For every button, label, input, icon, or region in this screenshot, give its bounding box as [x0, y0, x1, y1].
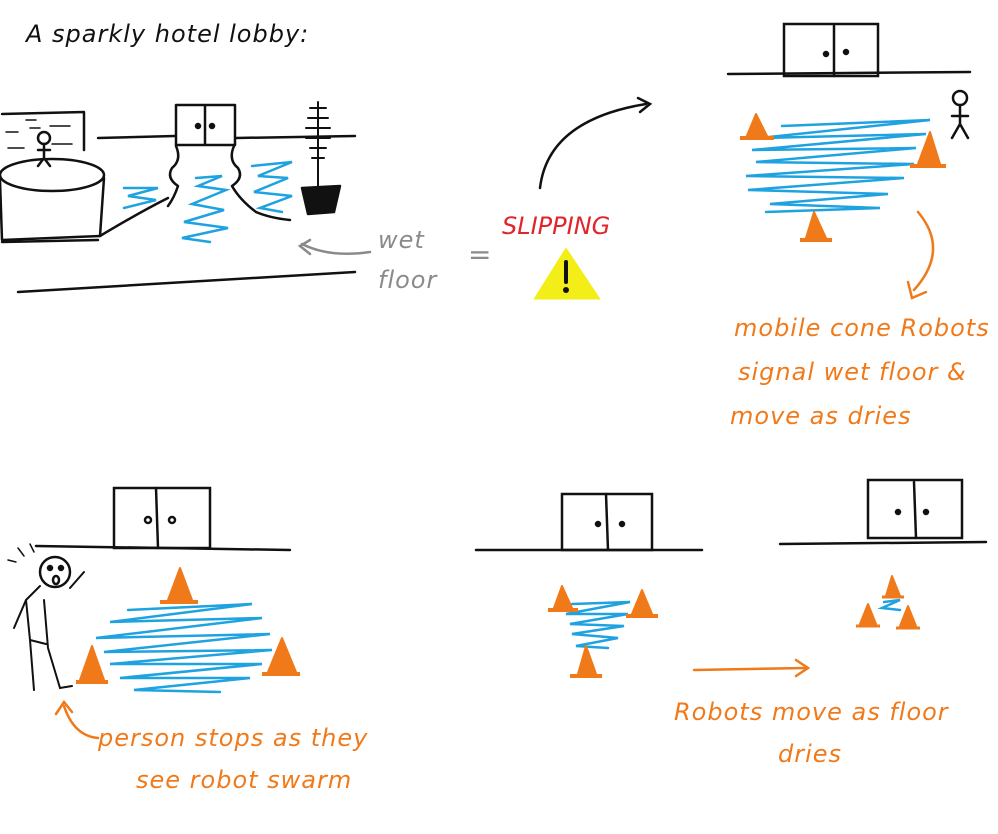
lobby-scene: [0, 101, 357, 294]
cone-robot-icon: [917, 131, 941, 165]
move-note-line2: dries: [778, 740, 843, 768]
wet-floor-arrow: [297, 238, 372, 256]
person-note-arrow: [54, 699, 100, 740]
panel-2-water: [745, 118, 931, 214]
cone-robot-icon: [167, 567, 193, 601]
panel-4-water: [565, 600, 631, 650]
panel-floor-drying: [474, 492, 704, 552]
person-icon: [38, 555, 72, 589]
move-arrow: [692, 658, 811, 678]
robots-note-line3: move as dries: [730, 402, 912, 430]
panel-floor-dry: [778, 478, 988, 546]
cone-robot-icon: [79, 645, 105, 681]
wet-floor-label-line1: wet: [378, 226, 425, 254]
person-note-line1: person stops as they: [98, 724, 369, 752]
panel-5-cones: [856, 575, 920, 630]
panel-3-cones: [76, 567, 300, 684]
person-icon: [951, 89, 969, 107]
lobby-water: [122, 160, 293, 244]
slipping-label: SLIPPING: [502, 212, 611, 240]
cone-robot-icon: [899, 605, 917, 627]
cone-robot-icon: [577, 645, 597, 675]
panel-cones-deployed: [726, 22, 972, 140]
panel-5-water: [877, 598, 902, 612]
panel-4-cones: [548, 585, 658, 678]
panel-2-cones: [740, 113, 946, 242]
elevator-icon: [782, 22, 880, 78]
panel-3-water: [95, 602, 273, 694]
robots-note-line1: mobile cone Robots: [734, 314, 990, 342]
equals-sign: =: [468, 238, 493, 271]
cone-robot-icon: [267, 637, 297, 673]
scene-title: A sparkly hotel lobby:: [26, 20, 310, 48]
transition-arrow: [538, 96, 653, 190]
panel-person-stops: [7, 486, 292, 691]
cone-robot-icon: [553, 585, 573, 609]
wet-floor-label-line2: floor: [378, 266, 438, 294]
warning-sign-icon: [533, 247, 601, 300]
cone-robot-icon: [631, 589, 653, 615]
cone-robot-icon: [805, 211, 827, 239]
plant-icon: [305, 101, 331, 189]
cone-robot-icon: [859, 603, 877, 625]
move-note-line1: Robots move as floor: [674, 698, 949, 726]
robots-note-arrow: [906, 210, 935, 300]
robots-note-line2: signal wet floor &: [738, 358, 967, 386]
elevator-icon: [112, 486, 212, 550]
cone-robot-icon: [745, 113, 769, 139]
person-note-line2: see robot swarm: [136, 766, 353, 794]
cone-robot-icon: [885, 575, 901, 597]
